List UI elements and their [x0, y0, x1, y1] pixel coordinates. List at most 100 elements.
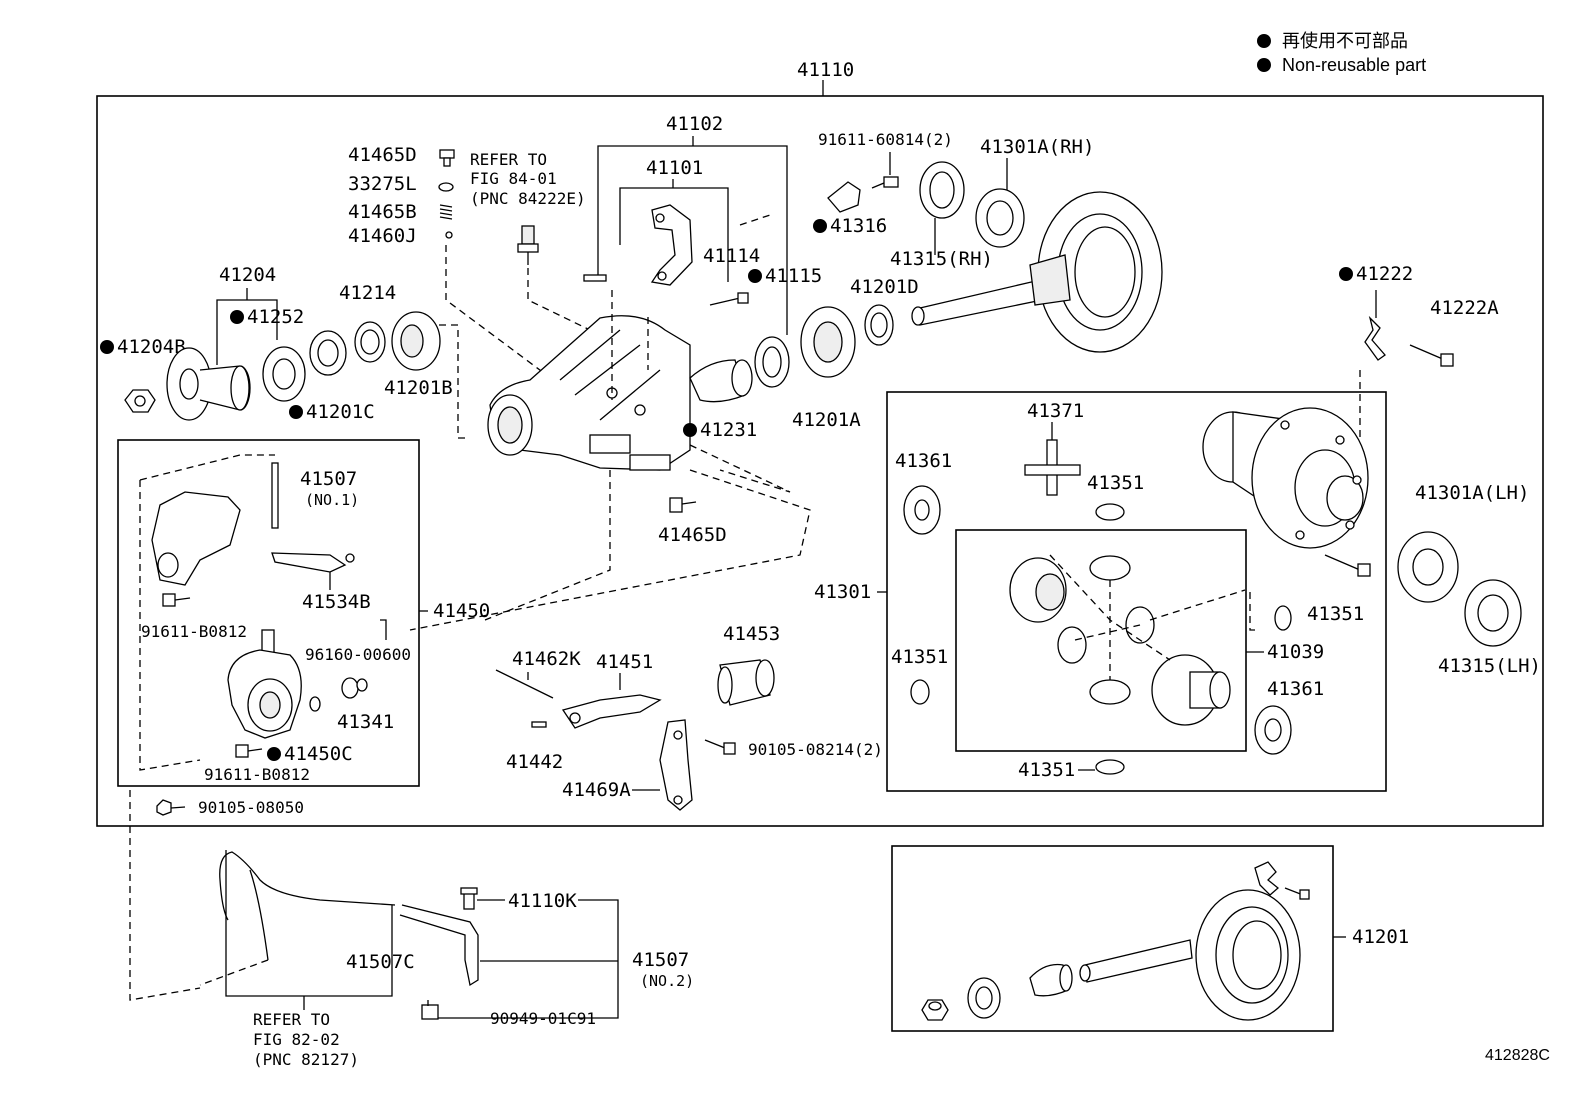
- nut-icon: [921, 999, 949, 1021]
- bracket-icon: [271, 552, 355, 573]
- pinion-washer-icon: [1095, 503, 1125, 521]
- shim-washer-icon: [864, 304, 894, 346]
- part-label-41341: 41341: [337, 711, 394, 733]
- part-label-41507C: 41507C: [346, 951, 415, 973]
- thrust-washer-icon: [903, 485, 941, 535]
- part-label-41351-c: 41351: [891, 646, 948, 668]
- nut-icon: [124, 389, 156, 413]
- key-pin-icon: [531, 721, 547, 728]
- ball-icon: [445, 231, 453, 239]
- part-label-41110: 41110: [797, 59, 854, 81]
- part-label-41201C: 41201C: [306, 401, 375, 423]
- thrust-washer-icon: [910, 679, 930, 705]
- pinion-washer-icon: [1095, 759, 1125, 775]
- part-label-41222A: 41222A: [1430, 297, 1499, 319]
- refer-note-line2: FIG 84-01: [470, 169, 557, 188]
- part-label-90949-01C91: 90949-01C91: [490, 1009, 596, 1028]
- bolt-icon: [1324, 554, 1371, 577]
- differential-carrier-housing-icon: [487, 315, 691, 471]
- part-label-41507-no1: 41507: [300, 468, 357, 490]
- shift-lever-icon: [659, 719, 693, 811]
- part-label-41204: 41204: [219, 264, 276, 286]
- part-label-41465D-bottom: 41465D: [658, 524, 727, 546]
- part-label-41222: 41222: [1356, 263, 1413, 285]
- lock-plate-icon: [1254, 861, 1280, 896]
- bolt-icon: [709, 292, 749, 306]
- part-label-41252: 41252: [247, 306, 304, 328]
- ring-gear-and-pinion-icon: [911, 191, 1163, 353]
- thrust-washer-icon: [1274, 605, 1292, 631]
- refer-note2-line2: FIG 82-02: [253, 1030, 340, 1049]
- spider-cross-icon: [1024, 439, 1081, 496]
- oil-seal-icon: [262, 346, 306, 402]
- part-label-41361-a: 41361: [895, 450, 952, 472]
- refer-note-line1: REFER TO: [470, 150, 547, 169]
- ring-gear-and-pinion-icon: [1079, 889, 1301, 1021]
- differential-gear-kit-frame: [955, 529, 1247, 752]
- lock-plate-icon: [827, 181, 861, 213]
- part-label-41451: 41451: [596, 651, 653, 673]
- clamp-icon: [421, 1000, 439, 1020]
- part-label-41507-no2: 41507: [632, 949, 689, 971]
- legend-japanese: 再使用不可部品: [1282, 31, 1408, 51]
- lock-plate-icon: [1364, 315, 1386, 361]
- part-label-41351-b: 41351: [1307, 603, 1364, 625]
- part-label-41361-b: 41361: [1267, 678, 1324, 700]
- part-label-41316: 41316: [830, 215, 887, 237]
- thrust-washer-icon: [1254, 705, 1292, 755]
- non-reusable-bullet-icon: [1257, 58, 1271, 72]
- differential-case-icon: [1202, 407, 1369, 549]
- part-label-41351-a: 41351: [1087, 472, 1144, 494]
- breather-plug-icon: [460, 887, 478, 910]
- part-label-41462K: 41462K: [512, 648, 581, 670]
- pinion-washer-icon: [1089, 679, 1131, 705]
- actuator-subassembly-frame: [117, 439, 420, 787]
- part-label-41301A-LH: 41301A(LH): [1415, 482, 1529, 504]
- actuator-cover-icon: [151, 491, 241, 586]
- spring-icon: [439, 204, 453, 220]
- part-label-41201D: 41201D: [850, 276, 919, 298]
- non-reusable-bullet-icon: [813, 219, 827, 233]
- non-reusable-bullet-icon: [100, 340, 114, 354]
- part-label-41453: 41453: [723, 623, 780, 645]
- companion-flange-icon: [166, 347, 251, 421]
- rod-icon: [271, 462, 279, 529]
- figure-id: 412828C: [1485, 1047, 1550, 1064]
- part-label-41110K: 41110K: [508, 890, 577, 912]
- part-label-91611-60814: 91611-60814(2): [818, 130, 953, 149]
- refer-note-line3: (PNC 84222E): [470, 189, 586, 208]
- bearing-icon: [800, 306, 856, 378]
- part-label-41101: 41101: [646, 157, 703, 179]
- part-label-41204B: 41204B: [117, 336, 186, 358]
- part-label-41371: 41371: [1027, 400, 1084, 422]
- o-ring-icon: [309, 696, 321, 712]
- collapsible-spacer-icon: [1029, 963, 1073, 997]
- main-assembly-frame: [96, 95, 1544, 827]
- pin-icon: [583, 274, 607, 282]
- bolt-icon: [704, 739, 736, 755]
- part-label-41231: 41231: [700, 419, 757, 441]
- breather-hose-icon: [219, 851, 396, 961]
- non-reusable-bullet-icon: [1257, 34, 1271, 48]
- bolt-icon: [156, 799, 186, 816]
- washer-icon: [438, 182, 454, 192]
- bolt-icon: [1284, 887, 1310, 900]
- non-reusable-bullet-icon: [683, 423, 697, 437]
- bolt-icon: [162, 593, 191, 607]
- part-label-41507-no1-sub: (NO.1): [305, 491, 359, 509]
- adjusting-nut-icon: [1464, 579, 1522, 647]
- part-label-41201B: 41201B: [384, 377, 453, 399]
- bearing-cap-icon: [650, 204, 693, 286]
- legend-english: Non-reusable part: [1282, 55, 1426, 75]
- part-label-41351-d: 41351: [1018, 759, 1075, 781]
- side-gear-icon: [1009, 557, 1067, 623]
- part-label-41201: 41201: [1352, 926, 1409, 948]
- part-label-41102: 41102: [666, 113, 723, 135]
- oil-seal-icon: [754, 336, 790, 388]
- part-label-90105-08214: 90105-08214(2): [748, 740, 883, 759]
- adjusting-nut-icon: [919, 161, 965, 219]
- shift-fork-icon: [561, 694, 662, 729]
- spacer-ring-icon: [354, 321, 386, 363]
- part-label-41450C: 41450C: [284, 743, 353, 765]
